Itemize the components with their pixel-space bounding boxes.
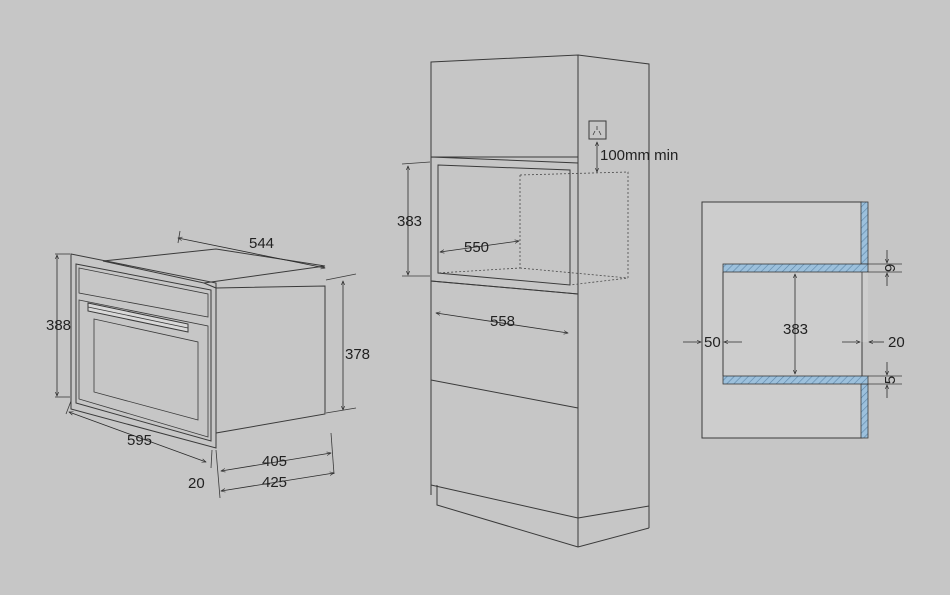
dim-label-544: 544 [249, 235, 274, 252]
vent-icon [588, 120, 607, 140]
dim-line-405 [221, 453, 331, 471]
dim-label-20-section: 20 [888, 334, 905, 351]
front-board-bottom [860, 383, 869, 439]
oven-top [102, 248, 326, 284]
dim-label-595: 595 [127, 432, 152, 449]
dim-label-5: 5 [882, 376, 899, 384]
dim-label-378: 378 [345, 346, 370, 363]
section-panel [701, 201, 863, 439]
dim-line-544 [178, 238, 325, 268]
dim-label-20: 20 [188, 475, 205, 492]
dim-label-383-section: 383 [783, 321, 808, 338]
dim-label-558: 558 [490, 313, 515, 330]
dim-label-50: 50 [704, 334, 721, 351]
dim-label-388: 388 [46, 317, 71, 334]
section-drawing: 383 50 20 9 5 [683, 201, 905, 439]
dim-label-405: 405 [262, 453, 287, 470]
front-board-top [860, 201, 869, 265]
oven-front-panel [70, 253, 217, 449]
dim-label-9: 9 [882, 264, 899, 272]
dim-line-425 [221, 473, 334, 491]
oven-door [78, 299, 209, 438]
oven-drawing: 388 595 544 378 405 425 20 [46, 230, 370, 499]
drawer-line-1 [430, 379, 579, 409]
door-window [93, 318, 199, 421]
dim-label-vent: 100mm min [600, 147, 678, 164]
dim-line-558 [436, 313, 568, 333]
niche-frame [430, 156, 579, 295]
control-panel [78, 267, 209, 318]
dim-line-595 [69, 412, 206, 462]
niche-opening [437, 164, 571, 286]
cabinet-plinth [436, 485, 650, 548]
shelf-top [722, 263, 869, 273]
dim-label-550: 550 [464, 239, 489, 256]
oven-front-inner [75, 263, 212, 442]
dim-label-425: 425 [262, 474, 287, 491]
dim-label-383-cabinet: 383 [397, 213, 422, 230]
dim-line-550 [440, 241, 519, 252]
cabinet-drawing: 100mm min 383 550 558 [397, 54, 678, 548]
cabinet-upper-front [430, 54, 579, 158]
shelf-bottom [722, 375, 869, 385]
oven-body-side [215, 285, 326, 434]
